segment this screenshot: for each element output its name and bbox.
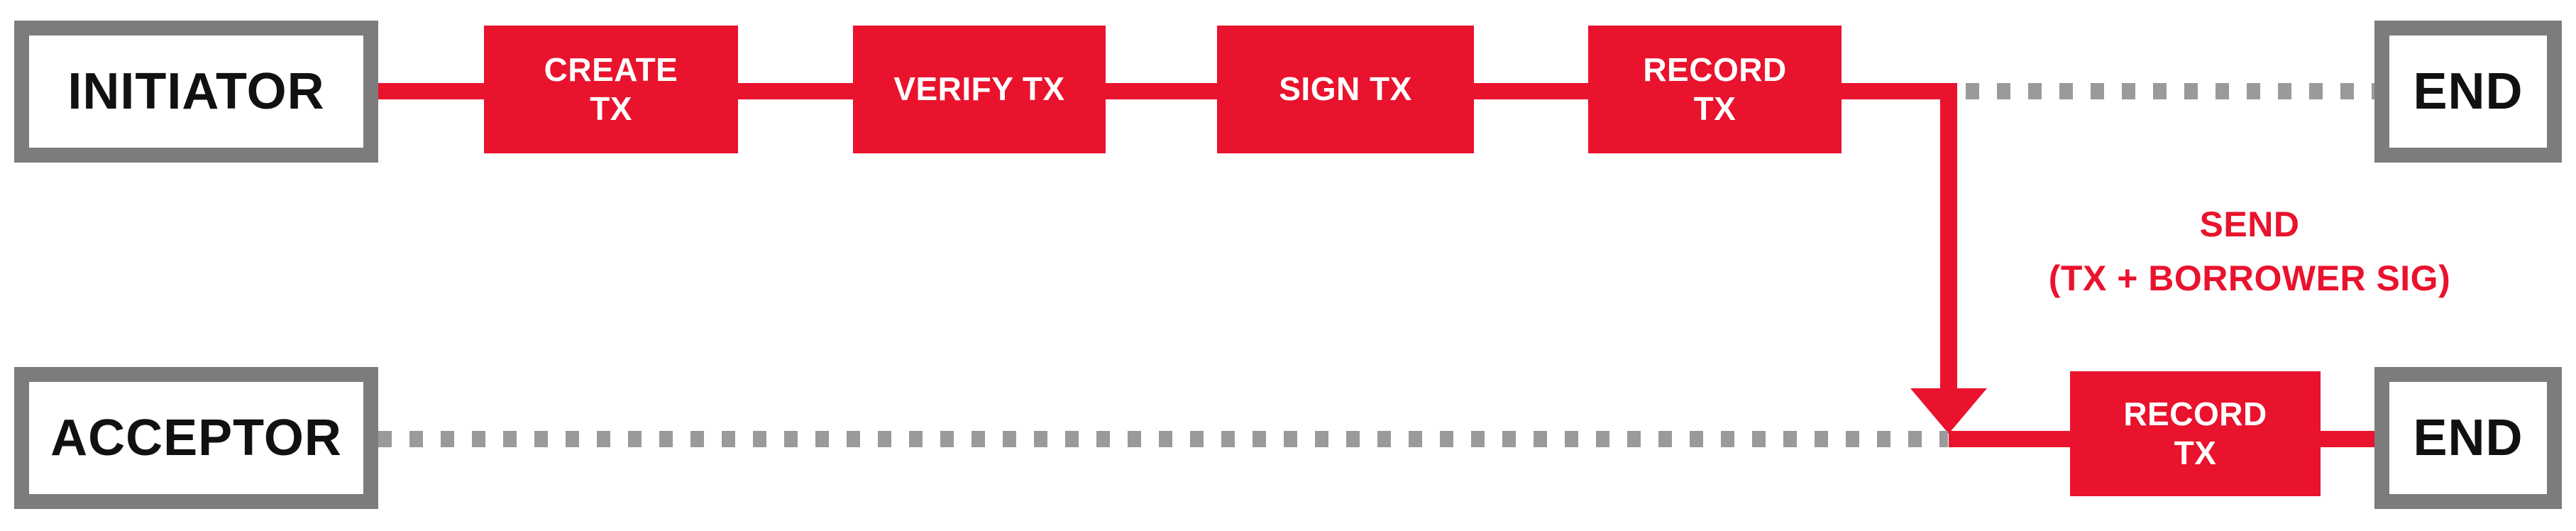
step-sign-tx: SIGN TX [1217, 26, 1474, 153]
step-sign-tx-label: SIGN TX [1279, 70, 1412, 108]
connector-verify-sign [1106, 83, 1217, 99]
step-create-tx-label: CREATE TX [544, 50, 678, 127]
initiator-lane-label: INITIATOR [67, 63, 325, 120]
end-box-bottom: END [2374, 367, 2562, 509]
step-record-tx-top-label: RECORD TX [1643, 50, 1787, 127]
step-record-tx-bottom: RECORD TX [2070, 371, 2321, 496]
connector-record-elbow [1842, 83, 1957, 99]
step-verify-tx-label: VERIFY TX [893, 70, 1065, 108]
acceptor-lane-label: ACCEPTOR [50, 410, 342, 466]
send-flow-vertical-line [1940, 83, 1957, 390]
dotted-connector-top [1966, 83, 2374, 99]
step-record-tx-bottom-label: RECORD TX [2123, 395, 2267, 471]
acceptor-lane-box: ACCEPTOR [14, 367, 378, 509]
send-annotation: SEND (TX + BORROWER SIG) [2048, 204, 2451, 298]
end-box-top-label: END [2413, 63, 2523, 120]
connector-record-end-bottom [2321, 431, 2374, 447]
connector-arrow-record-bottom [1949, 431, 2070, 447]
initiator-lane-box: INITIATOR [14, 21, 378, 163]
connector-initiator-create [378, 83, 484, 99]
connector-create-verify [738, 83, 853, 99]
end-box-top: END [2374, 21, 2562, 163]
end-box-bottom-label: END [2413, 410, 2523, 466]
down-arrow-icon [1910, 388, 1987, 434]
step-verify-tx: VERIFY TX [853, 26, 1106, 153]
connector-sign-record [1474, 83, 1588, 99]
step-record-tx-top: RECORD TX [1588, 26, 1842, 153]
step-create-tx: CREATE TX [484, 26, 738, 153]
dotted-connector-bottom [378, 431, 1948, 447]
